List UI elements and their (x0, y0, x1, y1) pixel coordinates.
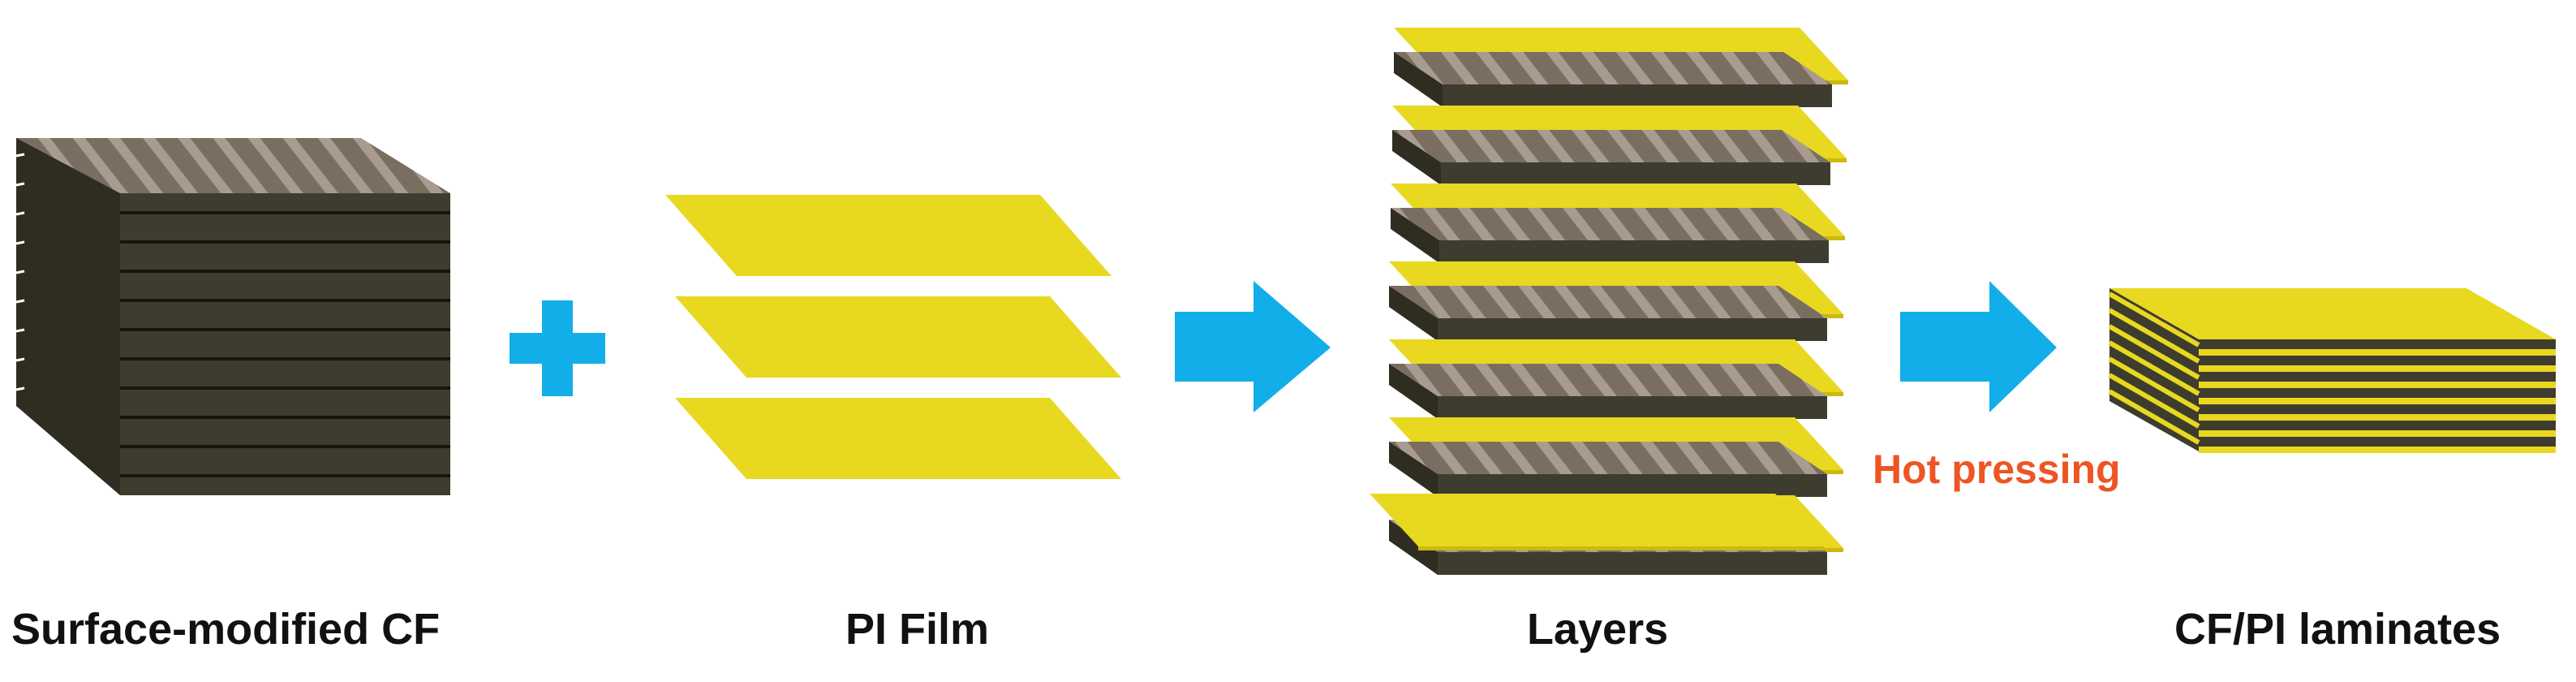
cf-cube-front (120, 193, 450, 495)
cf-cube (15, 138, 450, 495)
laminate-side-stripe (2108, 340, 2200, 396)
cf-cube-side (16, 138, 120, 495)
layers-cf-plate-top (1391, 208, 1829, 240)
laminate-side-stripe (2108, 308, 2200, 364)
laminate-pi-layer (2199, 365, 2556, 372)
laminate-top (2109, 288, 2556, 339)
laminate-cf-layer (2199, 356, 2556, 365)
layers-cf-plate-front (1438, 552, 1827, 575)
pi-film-sheet (665, 195, 1112, 276)
layers-cf-plate-front (1439, 240, 1829, 263)
cf-edge-tick (15, 357, 25, 362)
cf-cube-top (16, 138, 450, 193)
laminate-cf-layer (2199, 339, 2556, 349)
plus-icon (510, 300, 605, 396)
laminate-pi-layer (2199, 382, 2556, 388)
pi-film-stack (665, 195, 1121, 479)
laminate-cf-layer (2199, 372, 2556, 382)
layers-cf-plate-side (1389, 520, 1438, 575)
layers-cf-plate-front (1438, 318, 1827, 341)
laminate-side-stripe (2108, 389, 2200, 445)
cf-edge-tick (15, 153, 25, 158)
laminate-pi-layer (2199, 349, 2556, 356)
layers-cf-plate-side (1392, 130, 1441, 185)
layers-pi-sheet (1370, 494, 1824, 546)
right-arrow-icon (1175, 281, 1331, 412)
laminate-cf-layer (2199, 421, 2556, 430)
laminate-pi-layer (2199, 430, 2556, 437)
layers-cf-plate-side (1389, 286, 1438, 341)
laminate-side-stripe (2108, 291, 2200, 347)
layers-cf-plate-front (1443, 84, 1832, 107)
cf-edge-tick (15, 328, 25, 333)
laminate-pi-layer (2199, 414, 2556, 421)
right-arrow-icon (1900, 281, 2057, 412)
layers-cf-plate-top (1389, 286, 1827, 318)
layers-cf-plate-side (1394, 52, 1443, 107)
cf-pi-laminate (2108, 288, 2556, 453)
laminate-side-stripe (2108, 356, 2200, 412)
layers-cf-plate-top (1394, 52, 1832, 84)
laminate-pi-layer (2199, 447, 2556, 453)
layers-cf-plate-side (1391, 208, 1439, 263)
laminate-pi-layer (2199, 398, 2556, 404)
laminate-side-stripe (2108, 373, 2200, 429)
cf-edge-tick (15, 299, 25, 304)
cf-edge-tick (15, 386, 25, 391)
layers-pi-sheet-edge (1418, 546, 1824, 550)
cf-edge-tick (15, 240, 25, 245)
layers-cf-plate-top (1392, 130, 1830, 162)
layers-cf-plate-side (1389, 442, 1438, 497)
layers-cf-plate-side (1389, 364, 1438, 419)
cf-edge-tick (15, 182, 25, 187)
cf-edge-tick (15, 211, 25, 216)
cf-cube-layer-lines (15, 153, 450, 477)
laminate-cf-layer (2199, 388, 2556, 398)
laminate-cf-layer (2199, 437, 2556, 447)
pi-film-sheet (675, 296, 1121, 378)
layers-cf-plate-top (1389, 364, 1827, 396)
layers-cf-plate-top (1389, 442, 1827, 474)
cf-edge-tick (15, 416, 25, 421)
laminate-cf-layer (2199, 404, 2556, 414)
pi-film-sheet (675, 398, 1121, 479)
layers-cf-plate-front (1441, 162, 1830, 185)
cf-edge-tick (15, 270, 25, 274)
layers-cf-plate-front (1438, 474, 1827, 497)
layers-cf-plate-front (1438, 396, 1827, 419)
laminate-side-stripe (2108, 324, 2200, 380)
layers-stack (1370, 28, 1848, 575)
